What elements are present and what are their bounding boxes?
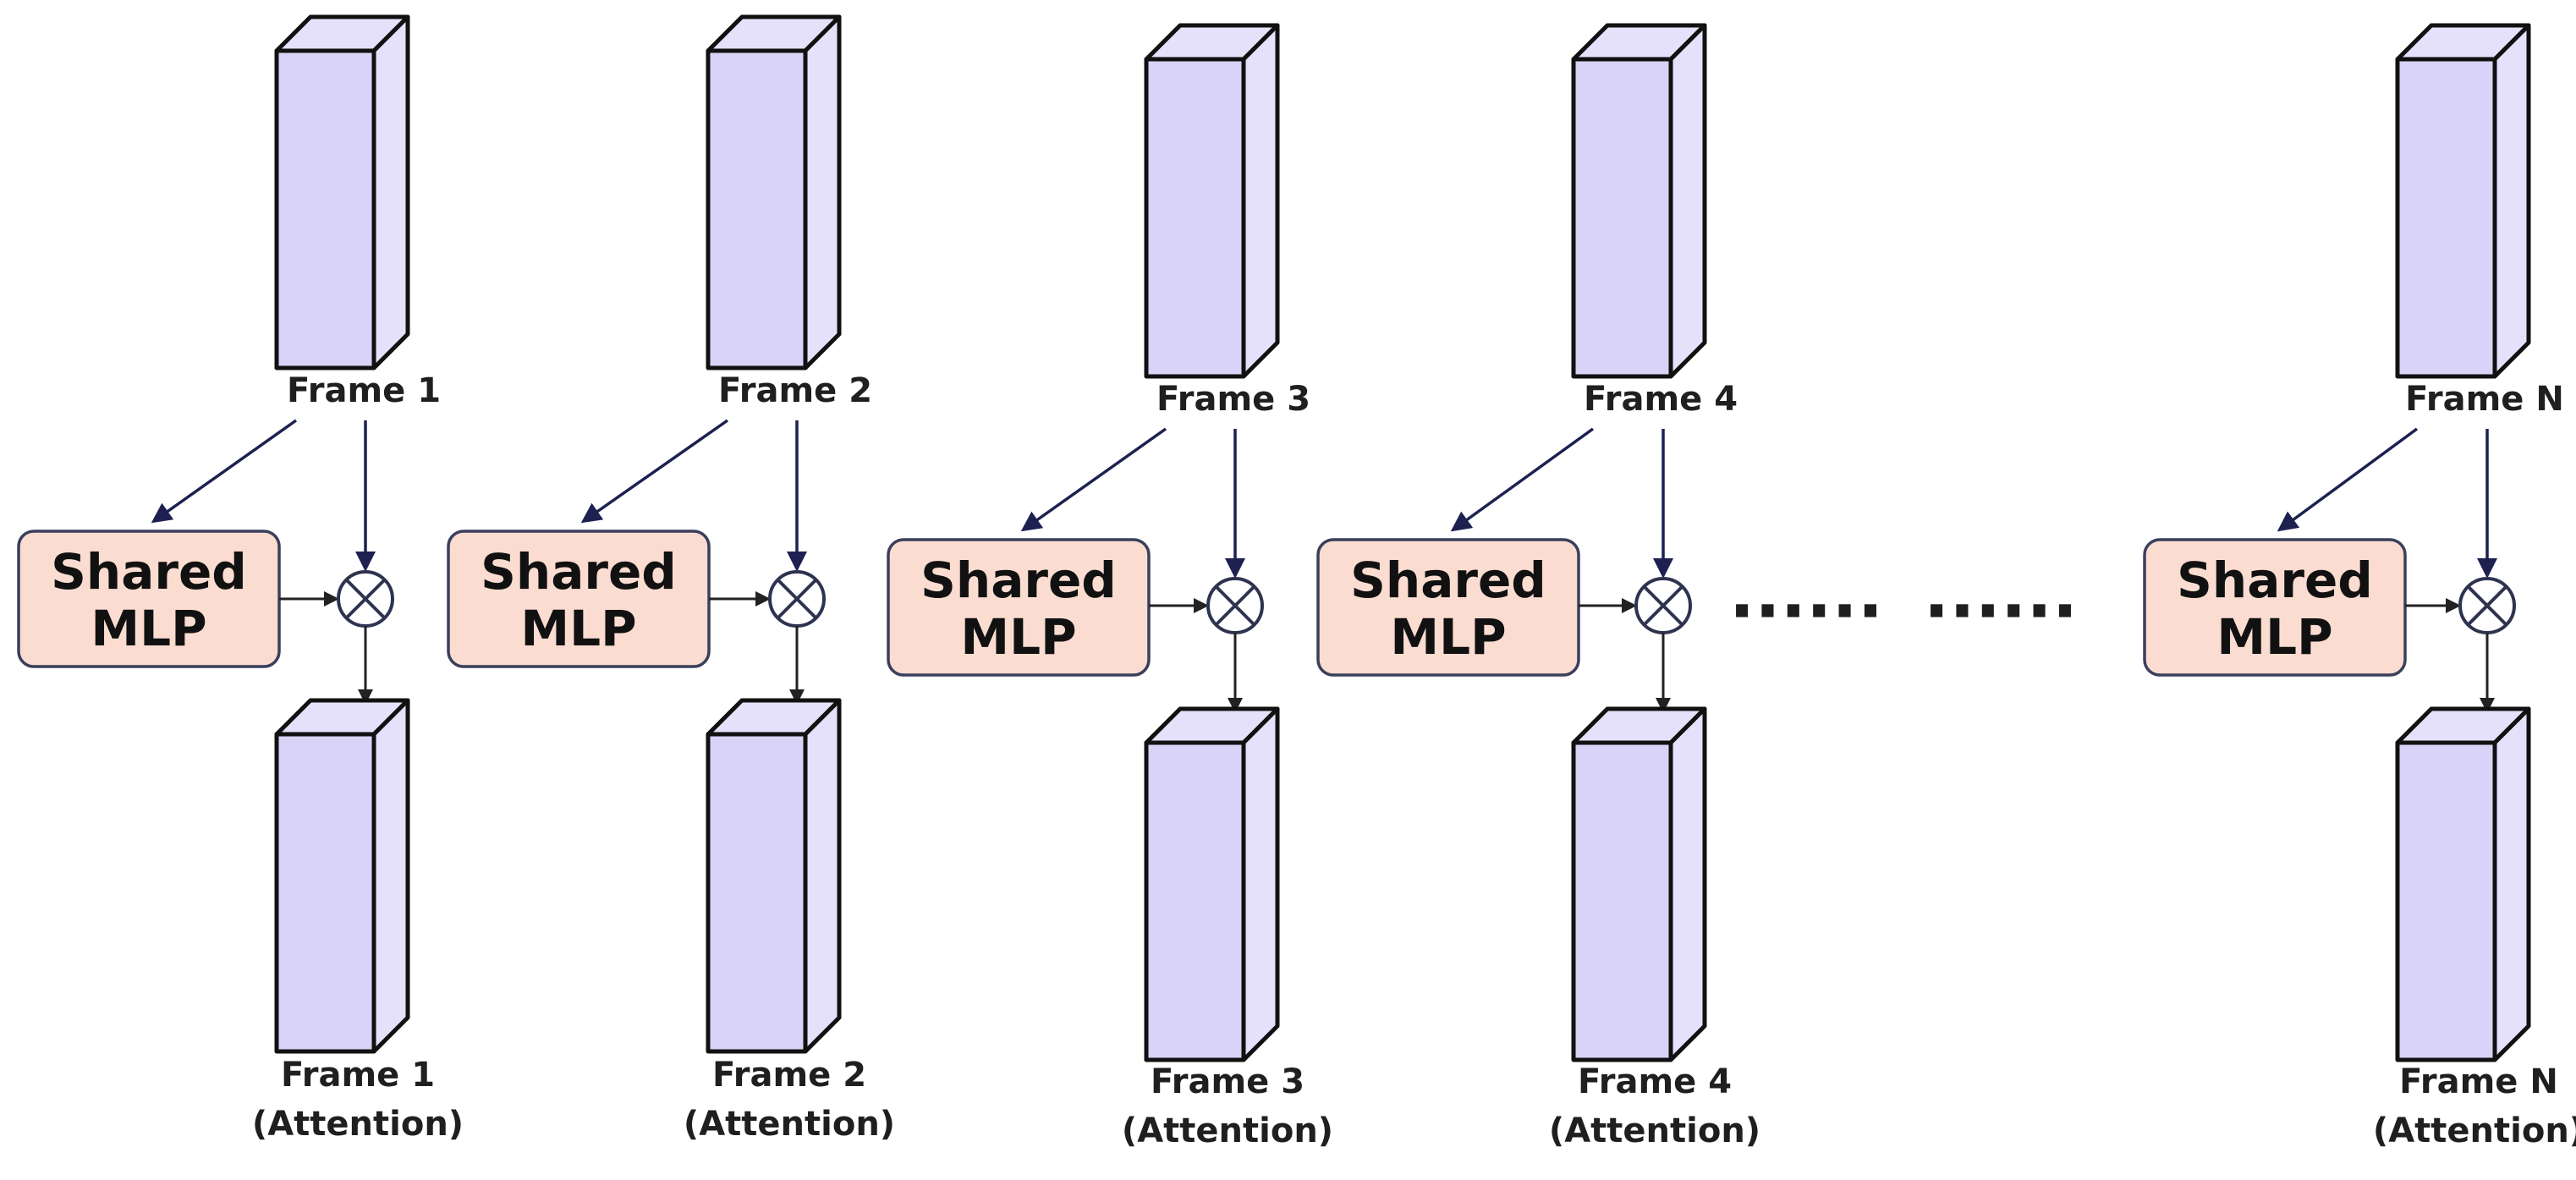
multiply-icon [1634,577,1692,634]
input-frame-block-side-face [371,14,410,370]
input-frame-block [274,14,410,370]
arrow-to-mlp [1020,427,1167,532]
shared-mlp-label-line2: MLP [960,608,1076,666]
input-frame-block-front-face [2395,57,2497,379]
output-frame-block [1144,706,1280,1062]
input-frame-block-front-face [1144,57,1246,379]
multiply-icon [1206,577,1264,634]
ellipsis-group: ······ ······ [1729,572,2078,650]
shared-mlp-label-line2: MLP [91,600,206,657]
output-frame-block [274,698,410,1054]
ellipsis-right: ······ [1924,572,2078,650]
arrow-to-mlp [1450,427,1595,532]
output-frame-block-side-face [803,698,842,1054]
input-frame-label: Frame 4 [1584,380,1738,419]
multiply-icon [2458,577,2516,634]
input-frame-block-side-face [1241,23,1280,379]
arrow-to-mlp [151,419,298,524]
shared-mlp-rect [887,538,1151,677]
output-frame-block-front-face [1571,740,1673,1062]
output-frame-block-front-face [706,732,808,1054]
output-frame-block-front-face [2395,740,2497,1062]
input-frame-label: Frame 3 [1156,380,1310,419]
input-frame-block-front-face [1571,57,1673,379]
input-frame-block-side-face [803,14,842,370]
output-frame-block-front-face [1144,740,1246,1062]
output-frame-block [2395,706,2531,1062]
arrow-to-mlp [580,419,729,524]
shared-mlp-label-line1: Shared [1350,552,1546,609]
output-frame-label: Frame 1 [281,1056,435,1095]
output-frame-label: Frame 2 [712,1056,866,1095]
output-frame-block-side-face [1241,706,1280,1062]
input-frame-block-side-face [2492,23,2531,379]
output-frame-block [1571,706,1707,1062]
output-attention-label: (Attention) [1549,1111,1760,1150]
output-frame-block-side-face [371,698,410,1054]
output-frame-block-side-face [2492,706,2531,1062]
shared-mlp-label-line1: Shared [481,543,677,601]
shared-mlp-rect [1316,538,1580,677]
input-frame-label: Frame N [2405,380,2564,419]
output-attention-label: (Attention) [684,1105,895,1144]
shared-mlp-rect [2143,538,2407,677]
ellipsis-left: ······ [1729,572,1883,650]
shared-mlp-label-line1: Shared [2177,552,2373,609]
multiply-icon [337,570,394,628]
output-frame-label: Frame 4 [1578,1062,1732,1101]
output-frame-label: Frame N [2399,1062,2558,1101]
output-attention-label: (Attention) [252,1105,464,1144]
input-frame-block-front-face [706,48,808,370]
shared-mlp-label-line2: MLP [2216,608,2332,666]
output-frame-block-side-face [1668,706,1707,1062]
input-frame-block-front-face [274,48,376,370]
output-frame-block-front-face [274,732,376,1054]
output-attention-label: (Attention) [1122,1111,1333,1150]
shared-mlp-label-line1: Shared [920,552,1117,609]
output-frame-label: Frame 3 [1151,1062,1304,1101]
output-frame-block [706,698,842,1054]
input-frame-label: Frame 2 [718,371,872,410]
multiply-icon [768,570,826,628]
input-frame-block [706,14,842,370]
input-frame-block [1571,23,1707,379]
shared-mlp-label-line2: MLP [520,600,636,657]
output-attention-label: (Attention) [2373,1111,2576,1150]
arrow-to-mlp [2277,427,2419,532]
input-frame-block [1144,23,1280,379]
input-frame-block-side-face [1668,23,1707,379]
shared-mlp-label-line1: Shared [51,543,247,601]
input-frame-label: Frame 1 [287,371,441,410]
shared-mlp-label-line2: MLP [1390,608,1506,666]
input-frame-block [2395,23,2531,379]
